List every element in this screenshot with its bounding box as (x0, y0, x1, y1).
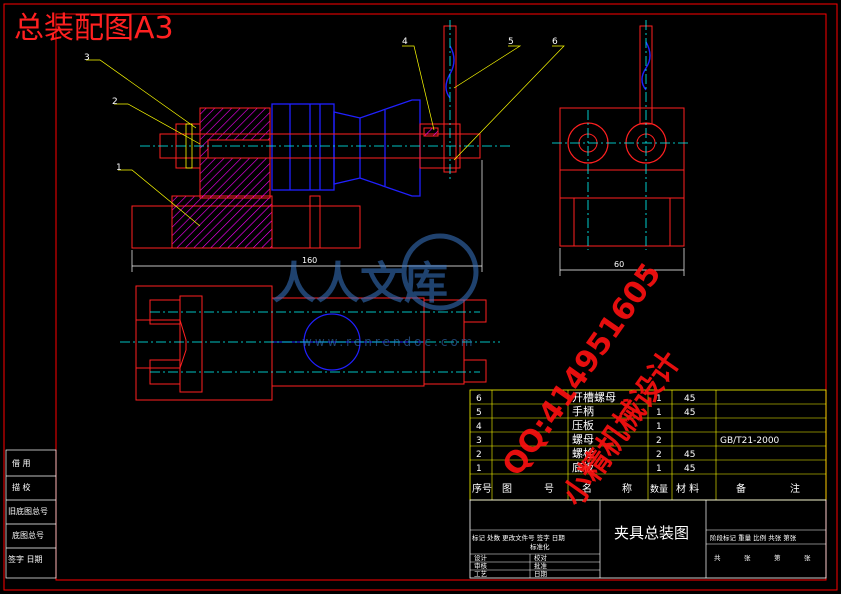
hdr-qty: 数量 (650, 483, 668, 495)
bom-row-group: 6 开槽螺母 1 45 5 手柄 1 45 4 压板 1 3 螺母 2 GB/T21-2000 2 螺栓 2 45 1… (476, 391, 780, 474)
watermark-logo-icon (401, 233, 479, 311)
outer-frame (3, 3, 838, 591)
plate-hatch (423, 127, 439, 137)
tb-design: 设计 (474, 553, 488, 562)
inner-frame (55, 13, 827, 581)
strip-trace: 描 校 (12, 482, 31, 492)
tb-sheet-no: 张 (804, 553, 811, 562)
strip-borrow: 借 用 (12, 458, 31, 468)
bom-no: 3 (476, 436, 482, 446)
hdr-material: 材 料 (676, 482, 699, 495)
watermark-renren: 人人文库 www.renrendoc.com (272, 233, 479, 349)
leader-6: 6 (552, 37, 558, 47)
tb-total: 共 (714, 553, 721, 562)
tb-approve: 批准 (534, 561, 548, 570)
bom-name: 手柄 (572, 404, 594, 418)
tb-standard: 标准化 (530, 542, 550, 551)
bom-material: 45 (684, 450, 695, 460)
bom-qty: 1 (656, 422, 662, 432)
bom-qty: 2 (656, 436, 662, 446)
top-view (120, 285, 500, 401)
workpiece (271, 99, 421, 197)
hdr-drawing: 图 (502, 483, 512, 495)
tb-sheet: 第 (774, 553, 781, 562)
tb-revision-row: 标记 处数 更改文件号 签字 日期 (472, 533, 565, 542)
leader-4: 4 (402, 37, 408, 47)
bom-name: 开槽螺母 (572, 391, 616, 404)
strip-sign: 签字 日期 (8, 554, 43, 564)
strip-no: 底图总号 (12, 530, 44, 540)
bom-material: 45 (684, 464, 695, 474)
tb-stage-row: 阶段标记 重量 比例 共张 第张 (710, 533, 797, 542)
leader-1: 1 (116, 163, 122, 173)
bom-material: 45 (684, 394, 695, 404)
title-block: 标记 处数 更改文件号 签字 日期 标准化 设计 校对 审核 批准 工艺 日期 … (469, 499, 827, 579)
bom-name: 螺母 (572, 433, 594, 446)
hdr-no: 序号 (472, 482, 492, 495)
bom-std: GB/T21-2000 (720, 436, 780, 446)
drawing-title: 总装配图A3 (14, 11, 174, 46)
tb-check: 校对 (534, 553, 548, 562)
dim-160: 160 (302, 256, 317, 265)
hdr-name1: 名 (582, 482, 592, 495)
bom-no: 1 (476, 464, 482, 474)
strip-old-no: 旧底图总号 (8, 506, 48, 516)
hdr-name2: 称 (622, 482, 632, 495)
leader-3: 3 (84, 53, 90, 63)
side-view: 60 (552, 20, 690, 276)
bolt-bore (207, 139, 271, 159)
bom-no: 5 (476, 408, 482, 418)
front-view: 160 3 2 1 4 5 6 (84, 20, 565, 272)
left-strip: 借 用 描 校 旧底图总号 底图总号 签字 日期 (5, 449, 57, 579)
bom-no: 4 (476, 422, 482, 432)
hdr-note1: 备 (736, 482, 746, 495)
tb-review: 审核 (474, 561, 488, 570)
tb-sheets: 张 (744, 553, 751, 562)
bom-table: 6 开槽螺母 1 45 5 手柄 1 45 4 压板 1 3 螺母 2 GB/T21-2000 2 螺栓 2 45 1… (469, 389, 827, 501)
tb-date: 日期 (534, 570, 548, 578)
bom-qty: 1 (656, 408, 662, 418)
hdr-number: 号 (544, 483, 554, 495)
bom-no: 6 (476, 394, 482, 404)
watermark-brand: 人人文库 (272, 258, 448, 309)
tb-process: 工艺 (474, 570, 488, 578)
handle-key (445, 45, 455, 99)
bom-name: 压板 (572, 418, 594, 432)
leader-lines (86, 45, 565, 227)
bom-name: 螺栓 (572, 446, 594, 460)
leader-2: 2 (112, 97, 118, 107)
hdr-note2: 注 (790, 482, 800, 495)
bom-qty: 1 (656, 394, 662, 404)
leader-5: 5 (508, 37, 514, 47)
bom-no: 2 (476, 450, 482, 460)
bom-header: 序号 图 号 名 称 数量 材 料 备 注 (472, 482, 800, 495)
body-section (171, 195, 273, 249)
bom-name: 底板 (572, 460, 594, 474)
bom-qty: 1 (656, 464, 662, 474)
base-slot (309, 195, 321, 249)
bom-qty: 2 (656, 450, 662, 460)
bom-material: 45 (684, 408, 695, 418)
watermark-url: www.renrendoc.com (302, 335, 475, 349)
dim-60: 60 (614, 260, 624, 269)
drawing-name: 夹具总装图 (614, 524, 689, 542)
